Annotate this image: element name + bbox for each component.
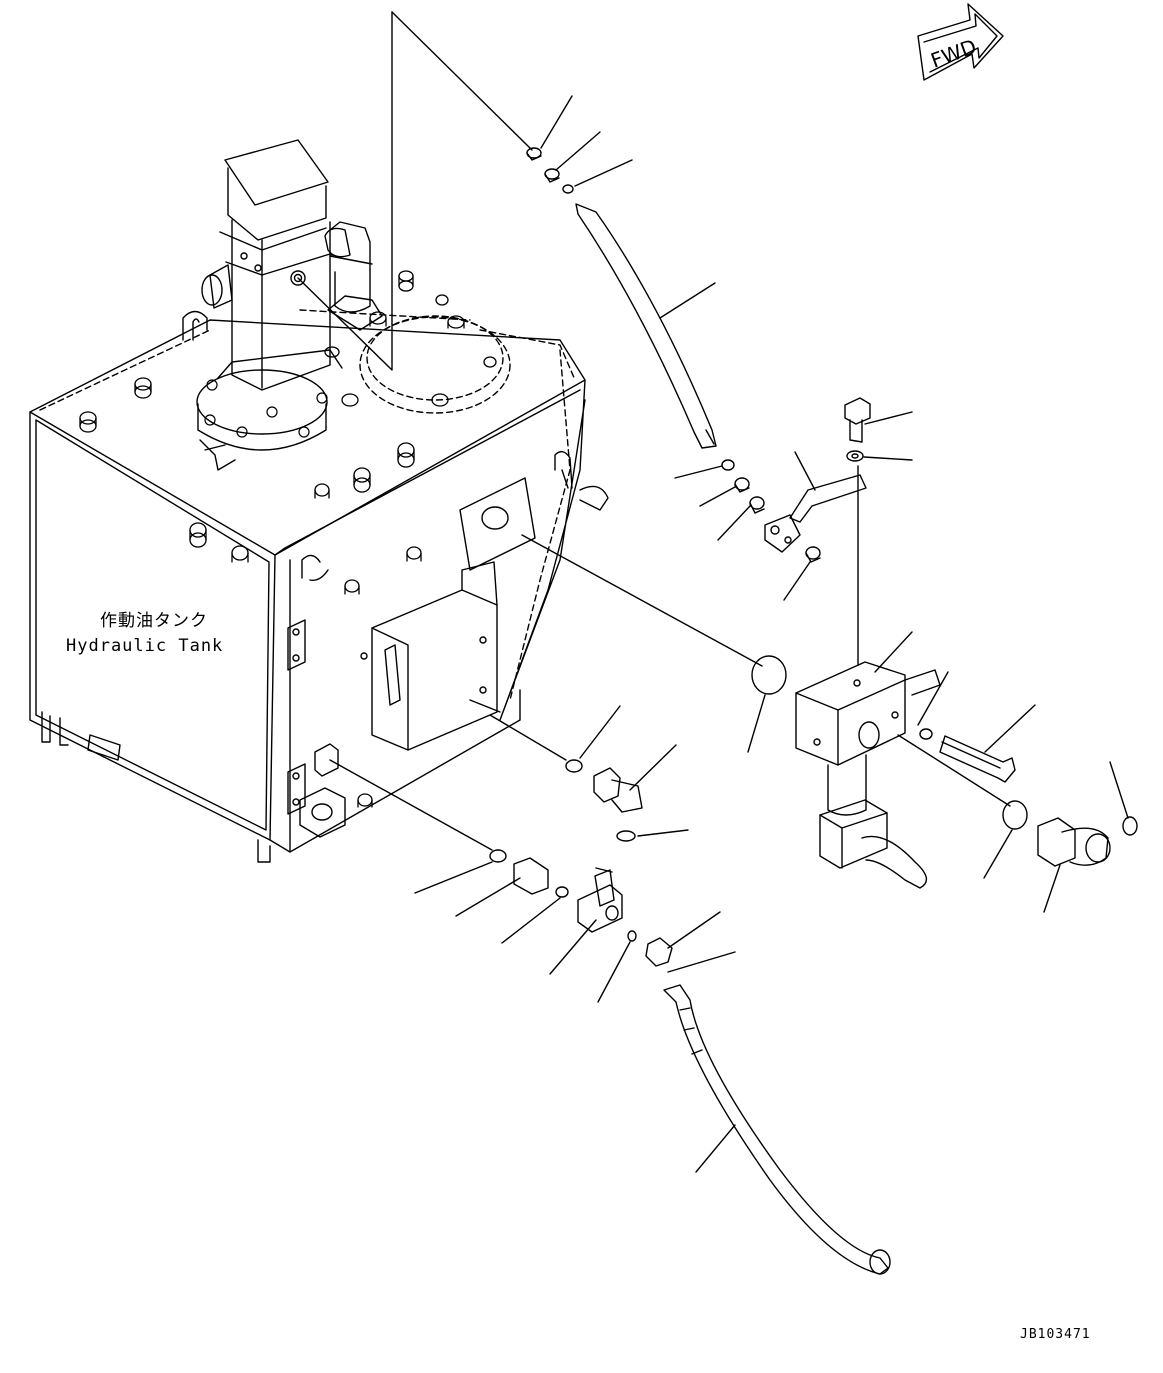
- fwd-label: FWD: [928, 34, 980, 73]
- top-hose-assembly: [297, 11, 765, 541]
- hydraulic-tank: [29, 139, 609, 863]
- drawing-id: JB103471: [1020, 1327, 1091, 1342]
- tank-label-japanese: 作動油タンク: [100, 611, 208, 631]
- clamp-bracket: [764, 397, 913, 666]
- middle-fittings: [489, 705, 689, 842]
- right-elbow-fitting: [1037, 761, 1138, 913]
- tank-label-english: Hydraulic Tank: [66, 636, 223, 656]
- lower-fittings: [329, 759, 891, 1275]
- valve-block: [521, 534, 1036, 889]
- fwd-direction-marker: FWD: [917, 3, 1004, 81]
